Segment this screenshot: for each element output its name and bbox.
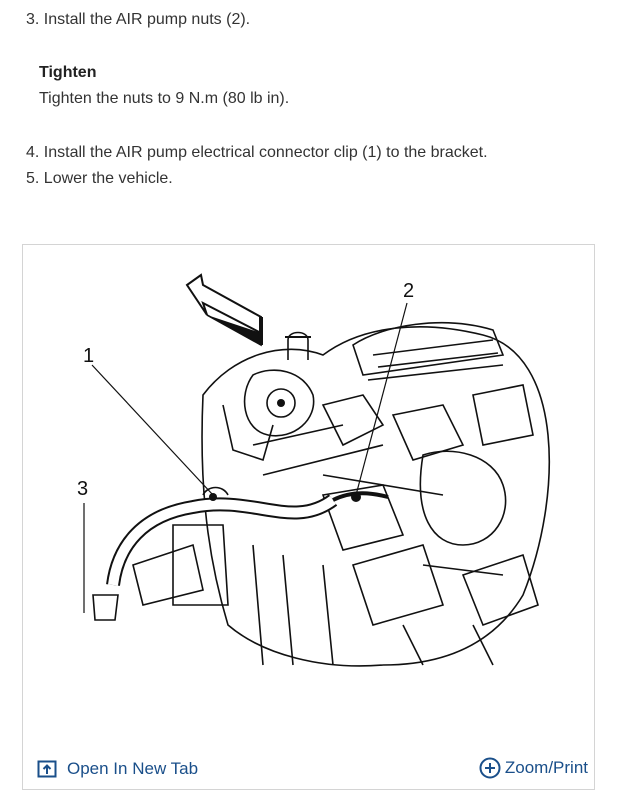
tighten-heading: Tighten — [39, 64, 97, 81]
zoom-print-link[interactable]: Zoom/Print — [479, 757, 588, 779]
callout-1: 1 — [83, 345, 94, 367]
plus-circle-icon — [479, 757, 501, 779]
step-5-text: 5. Lower the vehicle. — [26, 170, 173, 187]
figure-footer: Open In New Tab Zoom/Print — [23, 745, 594, 789]
callout-3: 3 — [77, 478, 88, 500]
open-in-new-tab-link[interactable]: Open In New Tab — [37, 759, 198, 779]
direction-arrow-icon — [185, 273, 263, 347]
tighten-spec-text: Tighten the nuts to 9 N.m (80 lb in). — [39, 90, 290, 107]
zoom-print-label: Zoom/Print — [504, 758, 588, 777]
open-new-tab-icon — [37, 760, 57, 778]
step-4-text: 4. Install the AIR pump electrical conne… — [26, 144, 488, 161]
engine-illustration: 1 2 3 — [77, 273, 551, 667]
open-in-new-tab-label: Open In New Tab — [67, 759, 199, 778]
callout-2: 2 — [403, 280, 414, 302]
figure-panel: 1 2 3 Open In New Tab Zoom/Print — [22, 244, 595, 790]
step-3-text: 3. Install the AIR pump nuts (2). — [26, 11, 251, 28]
